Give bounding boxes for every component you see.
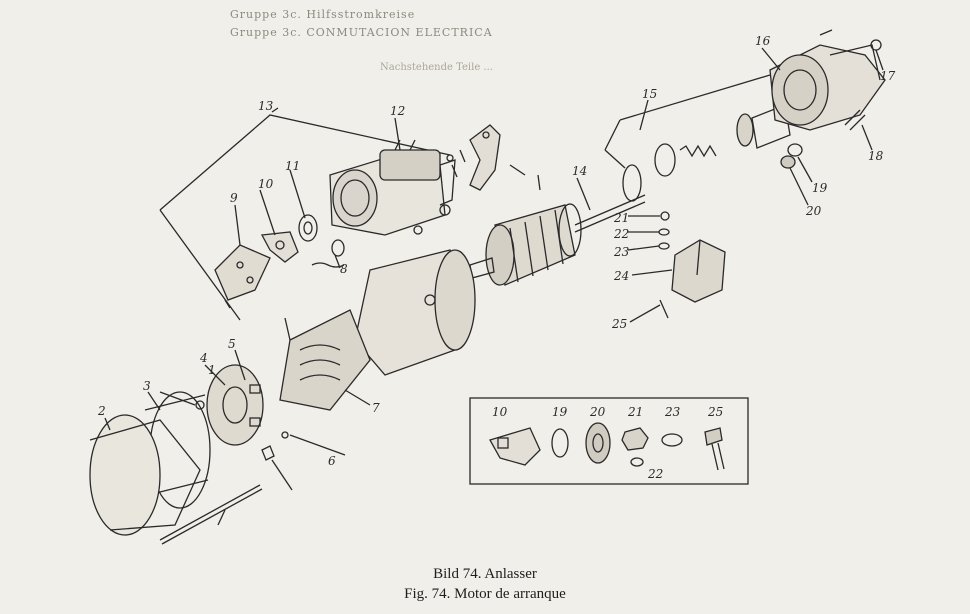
callout-7: 7	[372, 401, 380, 415]
part-24-relay	[671, 239, 726, 303]
inset-label-21: 21	[627, 405, 643, 419]
callout-21: 21	[613, 211, 629, 225]
callout-20: 20	[805, 204, 822, 218]
part-6-yoke	[354, 249, 476, 376]
part-16-housing	[769, 39, 886, 131]
bleed-through-header-2: Gruppe 3c. CONMUTACION ELECTRICA	[230, 26, 493, 39]
callout-1: 1	[208, 363, 216, 377]
inset-label-25: 25	[707, 405, 723, 419]
part-2-cover-band	[89, 414, 201, 536]
callout-25: 25	[611, 317, 627, 331]
part-4-brush-holder	[206, 364, 264, 446]
bleed-through-header-3: Nachstehende Teile ...	[380, 62, 493, 73]
callout-15: 15	[642, 87, 657, 101]
part-19	[787, 143, 803, 157]
inset-label-20: 20	[589, 405, 606, 419]
callout-17: 17	[880, 69, 896, 83]
callout-9: 9	[230, 191, 238, 205]
callout-10: 10	[258, 177, 274, 191]
bleed-through-header-1: Gruppe 3c. Hilfsstromkreise	[230, 8, 416, 21]
callout-19: 19	[812, 181, 828, 195]
inset-label-10: 10	[492, 405, 508, 419]
figure-caption-german: Bild 74. Anlasser	[433, 566, 537, 582]
part-10	[260, 231, 299, 263]
part-9-terminal-plate	[214, 244, 271, 309]
part-lever	[439, 124, 541, 216]
callout-labels: 1 2 3 4 5 6 7 8 9 10 11 12 13 14 15 16 1…	[97, 34, 896, 481]
callout-22: 22	[613, 227, 629, 241]
callout-6: 6	[328, 454, 336, 468]
callout-8: 8	[340, 262, 348, 276]
callout-4: 4	[199, 351, 208, 365]
part-14-armature	[469, 194, 646, 286]
part-20	[780, 155, 796, 169]
callout-14: 14	[572, 164, 587, 178]
part-15-drive	[604, 74, 791, 202]
inset-label-23: 23	[664, 405, 681, 419]
part-1-through-bolt	[159, 484, 263, 545]
callout-12: 12	[390, 104, 405, 118]
callout-23: 23	[613, 245, 630, 259]
inset-label-19: 19	[552, 405, 568, 419]
callout-24: 24	[613, 269, 629, 283]
callout-13: 13	[258, 99, 274, 113]
inset-box	[469, 397, 749, 485]
callout-5: 5	[228, 337, 236, 351]
callout-11: 11	[285, 159, 300, 173]
part-1-screw	[195, 400, 205, 410]
part-7-field-coils	[279, 309, 371, 411]
callout-3: 3	[143, 379, 151, 393]
callout-2: 2	[97, 404, 106, 418]
callout-18: 18	[868, 149, 884, 163]
callout-16: 16	[755, 34, 771, 48]
part-5-brush	[261, 445, 275, 461]
part-18	[844, 109, 866, 131]
part-12-solenoid	[329, 139, 456, 236]
part-11	[298, 214, 318, 242]
figure-caption-spanish: Fig. 74. Motor de arranque	[404, 586, 566, 602]
inset-label-22: 22	[647, 467, 663, 481]
